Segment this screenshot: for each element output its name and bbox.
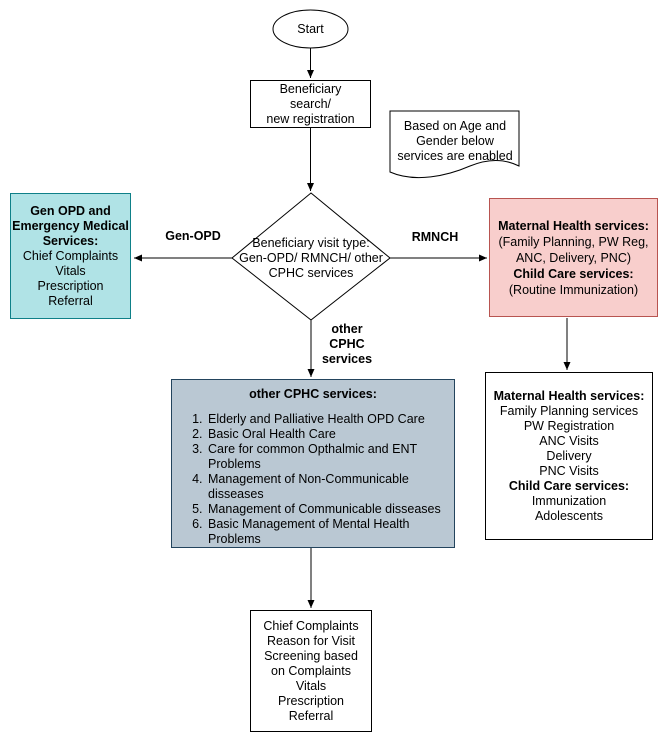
maternal-detail-heading: Maternal Health services:: [493, 388, 645, 403]
other-cphc-services-node: other CPHC services: Elderly and Palliat…: [171, 379, 455, 548]
maternal-detail-line: ANC Visits: [539, 433, 599, 448]
gen-opd-heading: Gen OPD and: [30, 203, 111, 218]
cphc-service-item: Basic Oral Health Care: [206, 427, 446, 442]
note-shape: [389, 110, 520, 179]
visit-detail-line: Referral: [288, 708, 334, 723]
maternal-detail-line: Adolescents: [534, 508, 604, 523]
registration-line: Beneficiary: [279, 81, 342, 96]
rmnch-line: (Family Planning, PW Reg,: [498, 234, 649, 249]
decision-line: Beneficiary visit type:: [252, 236, 370, 250]
rmnch-heading: Child Care services:: [513, 266, 634, 281]
cphc-service-item: Management of Communicable disseases: [206, 502, 446, 517]
gen-opd-item: Prescription: [37, 278, 104, 293]
edge-label-rmnch: RMNCH: [411, 230, 459, 244]
gen-opd-heading: Emergency Medical: [12, 218, 129, 233]
rmnch-line: (Routine Immunization): [508, 282, 639, 297]
visit-detail-line: Vitals: [295, 678, 327, 693]
decision-label: Beneficiary visit type: Gen-OPD/ RMNCH/ …: [231, 236, 391, 281]
decision-line: CPHC services: [268, 266, 354, 280]
visit-detail-line: Screening based: [264, 648, 358, 663]
maternal-detail-line: PW Registration: [523, 418, 615, 433]
maternal-detail-heading: Child Care services:: [508, 478, 630, 493]
edge-label-gen-opd: Gen-OPD: [165, 229, 221, 243]
visit-detail-line: Reason for Visit: [266, 633, 355, 648]
note-line: Gender below: [416, 134, 494, 148]
cphc-title: other CPHC services:: [249, 387, 377, 401]
cphc-service-item: Care for common Opthalmic and ENT Proble…: [206, 442, 446, 472]
registration-line: search/: [290, 96, 331, 111]
edge-label-other-cphc: other CPHC services: [321, 322, 373, 366]
gen-opd-heading: Services:: [42, 233, 99, 248]
maternal-detail-line: Immunization: [531, 493, 607, 508]
visit-detail-line: Prescription: [278, 693, 344, 708]
start-label: Start: [297, 22, 324, 36]
gen-opd-item: Referral: [48, 293, 93, 308]
rmnch-line: ANC, Delivery, PNC): [515, 250, 632, 265]
rmnch-heading: Maternal Health services:: [498, 218, 649, 233]
note-line: Based on Age and: [403, 119, 507, 133]
gen-opd-services-node: Gen OPD and Emergency Medical Services: …: [10, 193, 131, 319]
visit-detail-line: Chief Complaints: [263, 618, 359, 633]
cphc-service-item: Basic Management of Mental Health Proble…: [206, 517, 446, 547]
gen-opd-item: Vitals: [55, 263, 86, 278]
maternal-detail-node: Maternal Health services: Family Plannin…: [485, 372, 653, 540]
maternal-detail-line: PNC Visits: [539, 463, 599, 478]
visit-detail-line: on Complaints: [271, 663, 351, 678]
cphc-service-list: Elderly and Palliative Health OPD Care B…: [172, 412, 454, 547]
note-line: services are enabled: [397, 149, 513, 163]
cphc-service-item: Management of Non-Communicable disseases: [206, 472, 446, 502]
registration-line: new registration: [266, 111, 355, 126]
cphc-service-item: Elderly and Palliative Health OPD Care: [206, 412, 446, 427]
rmnch-services-node: Maternal Health services: (Family Planni…: [489, 198, 658, 317]
gen-opd-item: Chief Complaints: [22, 248, 119, 263]
visit-detail-node: Chief Complaints Reason for Visit Screen…: [250, 610, 372, 732]
maternal-detail-line: Family Planning services: [499, 403, 639, 418]
note-label: Based on Age and Gender below services a…: [391, 119, 519, 164]
decision-line: Gen-OPD/ RMNCH/ other: [239, 251, 383, 265]
maternal-detail-line: Delivery: [546, 448, 592, 463]
registration-node: Beneficiary search/ new registration: [250, 80, 371, 128]
